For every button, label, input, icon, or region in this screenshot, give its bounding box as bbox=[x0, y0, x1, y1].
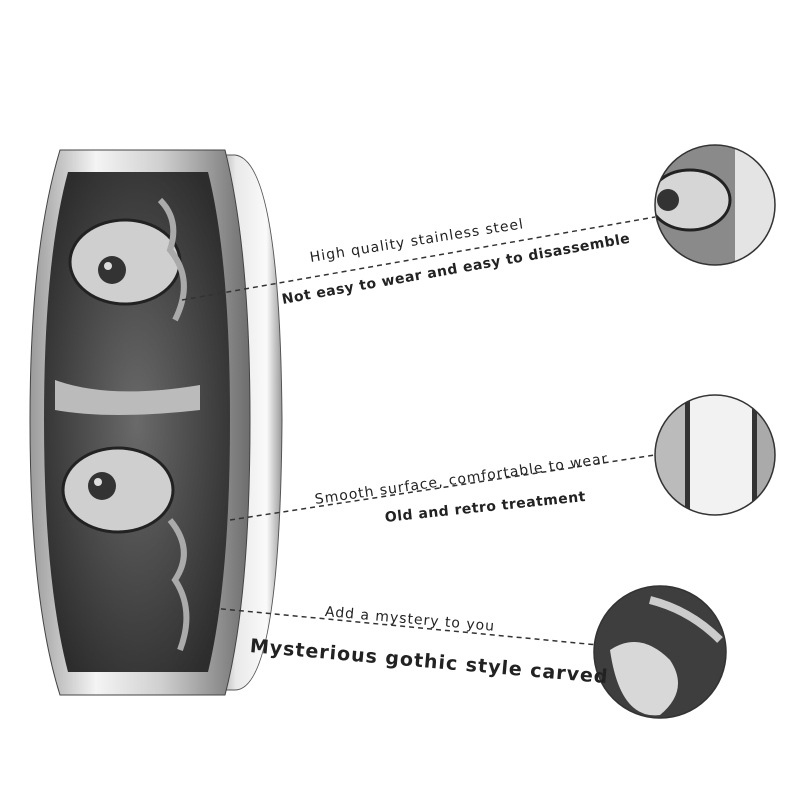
detail-circle-eye bbox=[654, 144, 776, 266]
detail-circle-surface bbox=[654, 394, 776, 516]
detail-circle-carving bbox=[593, 585, 727, 719]
dashed-leader-lines bbox=[181, 216, 656, 646]
ring bbox=[29, 149, 283, 696]
